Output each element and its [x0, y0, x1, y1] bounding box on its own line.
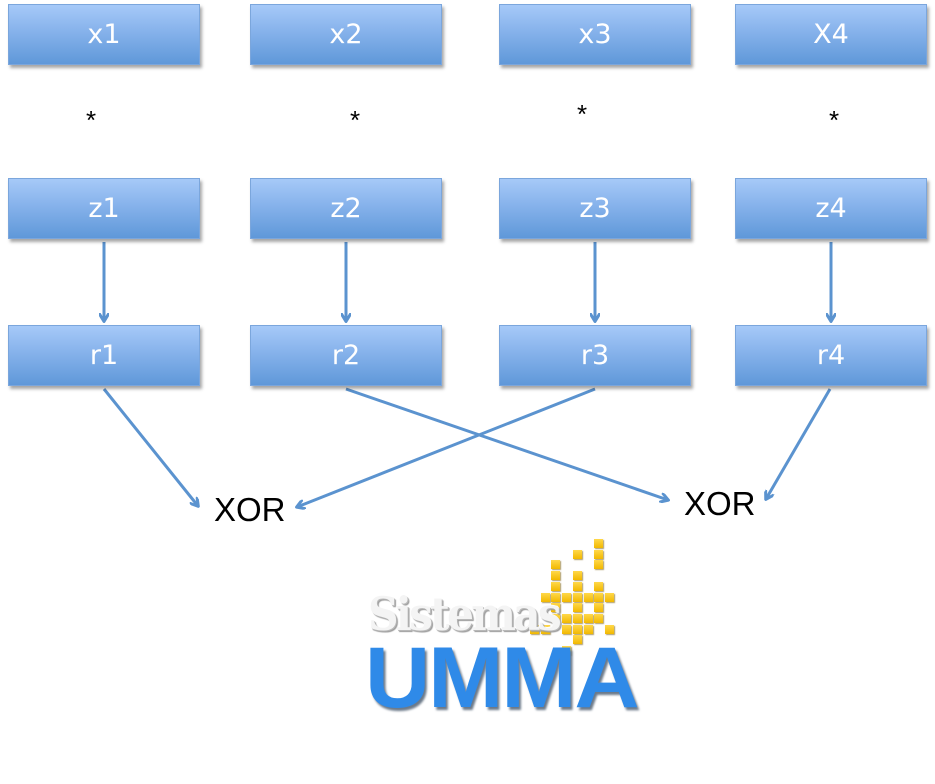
logo-grid-square: [572, 571, 582, 581]
logo-grid-square: [572, 613, 582, 623]
box-label: x1: [87, 19, 121, 50]
logo-grid-square: [551, 571, 561, 581]
multiply-operator-1: *: [86, 105, 97, 135]
logo-grid-square: [594, 539, 604, 548]
logo-grid-square: [594, 613, 604, 623]
logo-grid-square: [540, 592, 550, 602]
box-label: z3: [579, 193, 611, 224]
logo-grid-square: [551, 613, 561, 623]
box-label: z2: [330, 193, 362, 224]
logo-grid-square: [604, 592, 614, 602]
logo-grid-square: [562, 624, 572, 634]
box-r3: r3: [499, 325, 691, 386]
logo-grid-square: [594, 549, 604, 559]
logo-grid-square: [562, 592, 572, 602]
logo-grid-square: [572, 624, 582, 634]
box-r2: r2: [250, 325, 442, 386]
logo-grid-square: [572, 603, 582, 613]
box-label: X4: [813, 19, 849, 50]
logo-grid-square: [572, 581, 582, 591]
arrow-r2-xor-right: [345, 387, 668, 500]
logo-grid-square: [530, 624, 539, 634]
arrow-r1-xor-left: [102, 388, 198, 506]
multiply-operator-2: *: [350, 105, 361, 135]
box-x2: x2: [250, 4, 442, 65]
logo-grid-square: [562, 613, 572, 623]
logo-grid-square: [583, 592, 593, 602]
logo-grid-square: [572, 592, 582, 602]
logo-text-sistemas: Sistemas: [368, 587, 562, 641]
xor-node-right: XOR: [684, 485, 756, 522]
box-z2: z2: [250, 178, 442, 239]
logo-text-umma: UMMA: [365, 630, 640, 726]
box-label: r1: [89, 340, 119, 371]
logo-grid-square: [551, 581, 561, 591]
box-label: r3: [580, 340, 610, 371]
box-x1: x1: [8, 4, 200, 65]
box-r1: r1: [8, 325, 200, 386]
box-label: z1: [88, 193, 120, 224]
logo-grid-square: [572, 635, 582, 645]
xor-node-left: XOR: [214, 491, 286, 528]
logo-grid-square: [594, 560, 604, 570]
box-label: r4: [816, 340, 846, 371]
logo-grid-square: [551, 560, 561, 570]
box-label: z4: [815, 193, 847, 224]
box-x4: X4: [735, 4, 927, 65]
logo-grid-square: [594, 581, 604, 591]
box-z3: z3: [499, 178, 691, 239]
multiply-operator-3: *: [577, 99, 588, 129]
box-r4: r4: [735, 325, 927, 386]
logo-grid-square: [583, 624, 593, 634]
box-label: x3: [578, 19, 612, 50]
logo-grid-square: [594, 592, 604, 602]
box-label: r2: [331, 340, 361, 371]
logo-grid-square: [583, 613, 593, 623]
logo-grid-square: [572, 549, 582, 559]
box-label: x2: [329, 19, 363, 50]
logo-grid-square: [562, 646, 572, 655]
logo-grid-square: [594, 603, 604, 613]
multiply-operator-4: *: [829, 105, 840, 135]
arrow-r3-xor-left: [297, 387, 596, 507]
box-x3: x3: [499, 4, 691, 65]
sistemas-umma-logo: Sistemas UMMA: [360, 535, 640, 721]
logo-grid-square: [551, 603, 561, 613]
arrow-r4-xor-right: [766, 388, 832, 499]
logo-grid-square: [540, 624, 550, 634]
box-z4: z4: [735, 178, 927, 239]
logo-grid-square: [551, 592, 561, 602]
box-z1: z1: [8, 178, 200, 239]
logo-grid-square: [604, 624, 614, 634]
